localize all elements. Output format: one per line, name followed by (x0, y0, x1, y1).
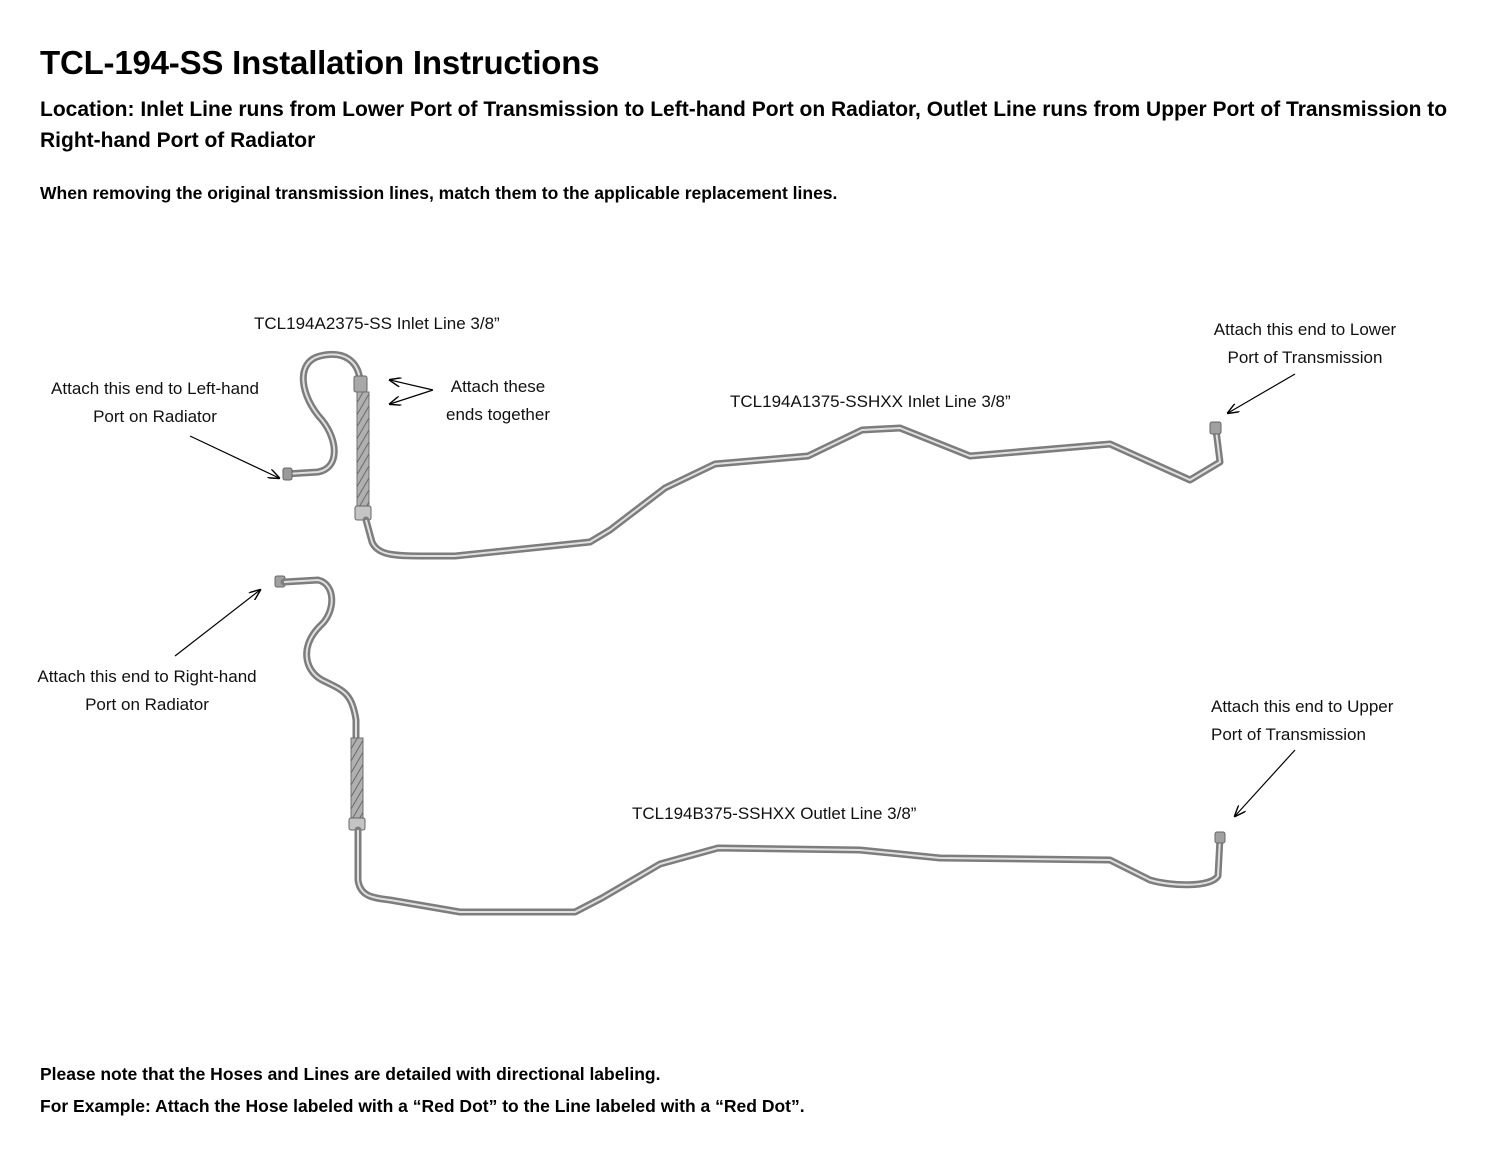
join-ends-line1: Attach these (450, 377, 546, 396)
arrow-join-upper (390, 380, 434, 391)
upper-transmission-label: Attach this end to Upper Port of Transmi… (1211, 693, 1393, 749)
outlet-part-label: TCL194B375-SSHXX Outlet Line 3/8” (632, 804, 917, 823)
red-dot-example-note: For Example: Attach the Hose labeled wit… (40, 1096, 805, 1116)
lower-transmission-line2: Port of Transmission (1227, 348, 1383, 367)
inlet-long-line (354, 391, 1224, 560)
arrow-upper-transmission (1235, 749, 1296, 816)
removal-note: When removing the original transmission … (40, 183, 838, 203)
arrow-left-radiator (189, 435, 279, 478)
upper-transmission-line1: Attach this end to Upper (1211, 697, 1394, 716)
location-description: Location: Inlet Line runs from Lower Por… (40, 98, 1448, 152)
directional-labeling-note: Please note that the Hoses and Lines are… (40, 1064, 661, 1084)
left-radiator-line1: Attach this end to Left-hand (51, 379, 259, 398)
inlet-short-line (282, 351, 368, 481)
inlet-short-part-label: TCL194A2375-SS Inlet Line 3/8” (254, 314, 500, 333)
join-ends-label: Attach these ends together (428, 373, 568, 429)
right-radiator-line1: Attach this end to Right-hand (37, 667, 257, 686)
left-radiator-label: Attach this end to Left-hand Port on Rad… (30, 375, 280, 431)
arrow-right-radiator (174, 590, 260, 657)
page-title: TCL-194-SS Installation Instructions (40, 44, 600, 81)
lower-transmission-line1: Attach this end to Lower (1213, 320, 1397, 339)
inlet-hose (356, 391, 370, 511)
upper-transmission-line2: Port of Transmission (1211, 725, 1366, 744)
outlet-hose (350, 737, 364, 823)
arrow-join-lower (390, 389, 434, 404)
outlet-line (274, 575, 1226, 916)
lower-transmission-label: Attach this end to Lower Port of Transmi… (1185, 316, 1425, 372)
arrow-lower-transmission (1228, 373, 1296, 413)
right-radiator-label: Attach this end to Right-hand Port on Ra… (17, 663, 277, 719)
join-ends-line2: ends together (446, 405, 550, 424)
right-radiator-line2: Port on Radiator (85, 695, 209, 714)
inlet-long-part-label: TCL194A1375-SSHXX Inlet Line 3/8” (730, 392, 1011, 411)
left-radiator-line2: Port on Radiator (93, 407, 217, 426)
